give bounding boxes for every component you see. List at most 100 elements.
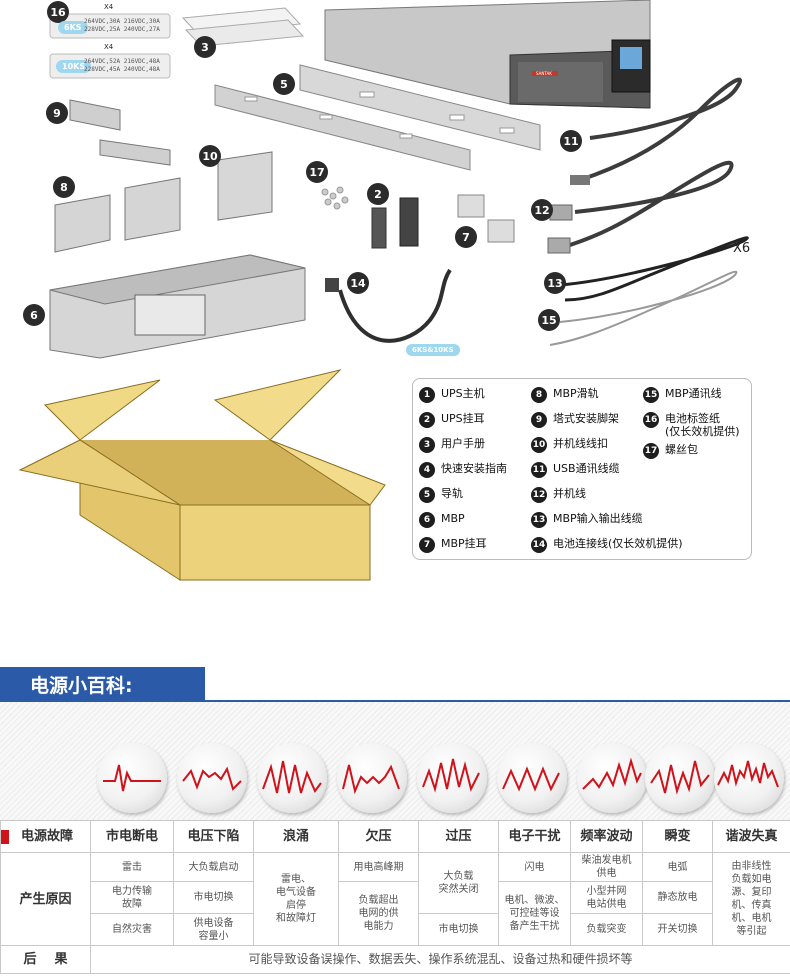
legend-label: USB通讯线缆 bbox=[553, 462, 620, 475]
waveform-undervoltage-icon bbox=[337, 743, 407, 813]
power-fault-table: 电源故障 市电断电 电压下陷 浪涌 欠压 过压 电子干扰 频率波动 瞬变 谐波失… bbox=[0, 820, 790, 974]
header-label: 电源故障 bbox=[21, 829, 74, 844]
column-header: 欠压 bbox=[338, 820, 419, 853]
legend-label: MBP挂耳 bbox=[441, 537, 487, 550]
legend-item: 4 快速安装指南 bbox=[419, 462, 507, 478]
legend-label: 并机线 bbox=[553, 487, 586, 500]
column-header: 电压下陷 bbox=[173, 820, 254, 853]
pill-10ks: 10KS bbox=[56, 60, 92, 73]
legend-number: 10 bbox=[531, 437, 547, 453]
legend-number: 3 bbox=[419, 437, 435, 453]
badge-16: 16 bbox=[47, 1, 69, 23]
result-text: 可能导致设备误操作、数据丢失、操作系统混乱、设备过热和硬件损坏等 bbox=[90, 945, 790, 974]
table-cell: 市电切换 bbox=[418, 913, 499, 946]
waveform-power-outage-icon bbox=[97, 743, 167, 813]
legend-label: 快速安装指南 bbox=[441, 462, 507, 475]
table-cell: 负载突变 bbox=[570, 913, 643, 946]
legend-number: 7 bbox=[419, 537, 435, 553]
table-cell: 柴油发电机 供电 bbox=[570, 852, 643, 882]
legend-label: MBP滑轨 bbox=[553, 387, 599, 400]
table-cell: 闪电 bbox=[498, 852, 571, 882]
legend-label: MBP bbox=[441, 512, 465, 525]
legend-item: 3 用户手册 bbox=[419, 437, 485, 453]
x4-label-top: X4 bbox=[104, 3, 114, 11]
column-header: 电源故障 bbox=[0, 820, 91, 853]
table-cell: 大负载 突然关闭 bbox=[418, 852, 499, 914]
table-cell: 雷击 bbox=[90, 852, 174, 882]
badge-5: 5 bbox=[273, 73, 295, 95]
label-10k-line2: 228VDC,45A 240VDC,48A bbox=[84, 66, 160, 73]
legend-label: 电池连接线(仅长效机提供) bbox=[553, 537, 683, 550]
table-cell: 电机、微波、 可控硅等设 备产生干扰 bbox=[498, 881, 571, 946]
table-cell: 负载超出 电网的供 电能力 bbox=[338, 881, 419, 946]
badge-12: 12 bbox=[531, 199, 553, 221]
label-6k-line2: 228VDC,25A 240VDC,27A bbox=[84, 26, 160, 33]
section-divider bbox=[0, 700, 790, 702]
legend-number: 2 bbox=[419, 412, 435, 428]
table-row: 产生原因 雷击 大负载启动 雷电、 电气设备 启停 和故障灯 用电高峰期 大负载… bbox=[0, 852, 790, 946]
legend-label: MBP输入输出线缆 bbox=[553, 512, 643, 525]
badge-15: 15 bbox=[538, 309, 560, 331]
legend-number: 14 bbox=[531, 537, 547, 553]
section-title: 电源小百科: bbox=[0, 667, 205, 701]
badge-11: 11 bbox=[560, 130, 582, 152]
legend-number: 5 bbox=[419, 487, 435, 503]
legend-label: UPS主机 bbox=[441, 387, 485, 400]
red-marker bbox=[1, 830, 9, 844]
column-header: 过压 bbox=[418, 820, 499, 853]
badge-14: 14 bbox=[347, 272, 369, 294]
badge-3: 3 bbox=[194, 36, 216, 58]
column-header: 瞬变 bbox=[642, 820, 713, 853]
legend-number: 16 bbox=[643, 412, 659, 428]
column-header: 频率波动 bbox=[570, 820, 643, 853]
legend-label: 并机线线扣 bbox=[553, 437, 608, 450]
table-header-row: 电源故障 市电断电 电压下陷 浪涌 欠压 过压 电子干扰 频率波动 瞬变 谐波失… bbox=[0, 820, 790, 853]
legend-label: 用户手册 bbox=[441, 437, 485, 450]
badge-9: 9 bbox=[46, 102, 68, 124]
legend-number: 6 bbox=[419, 512, 435, 528]
table-cell: 静态放电 bbox=[642, 881, 713, 914]
table-cell: 供电设备 容量小 bbox=[173, 913, 254, 946]
legend-number: 4 bbox=[419, 462, 435, 478]
table-cell: 电力传输 故障 bbox=[90, 881, 174, 914]
table-cell: 小型并网 电站供电 bbox=[570, 881, 643, 914]
badge-13: 13 bbox=[544, 272, 566, 294]
badge-10: 10 bbox=[199, 145, 221, 167]
legend-number: 13 bbox=[531, 512, 547, 528]
waveform-harmonic-icon bbox=[714, 743, 784, 813]
table-cell: 电弧 bbox=[642, 852, 713, 882]
column-header: 市电断电 bbox=[90, 820, 174, 853]
badge-8: 8 bbox=[53, 176, 75, 198]
legend-item: 13 MBP输入输出线缆 bbox=[531, 512, 643, 528]
legend-item: 16 电池标签纸 (仅长效机提供) bbox=[643, 412, 740, 438]
table-cell: 大负载启动 bbox=[173, 852, 254, 882]
x6-label: X6 bbox=[733, 241, 751, 256]
waveform-frequency-icon bbox=[577, 743, 647, 813]
badge-6: 6 bbox=[23, 304, 45, 326]
pill-battery-cable: 6KS&10KS bbox=[406, 344, 460, 356]
waveform-interference-icon bbox=[497, 743, 567, 813]
legend-number: 15 bbox=[643, 387, 659, 403]
table-cell: 由非线性 负载如电 源、复印 机、传真 机、电机 等引起 bbox=[712, 852, 790, 946]
legend-item: 10 并机线线扣 bbox=[531, 437, 608, 453]
table-cell: 自然灾害 bbox=[90, 913, 174, 946]
waveform-transient-icon bbox=[645, 743, 715, 813]
legend-number: 9 bbox=[531, 412, 547, 428]
legend-label: 螺丝包 bbox=[665, 443, 698, 456]
x4-label-bottom: X4 bbox=[104, 43, 114, 51]
label-6k-line1: 264VDC,30A 216VDC,30A bbox=[84, 18, 160, 25]
badge-2: 2 bbox=[367, 183, 389, 205]
legend-label: 电池标签纸 (仅长效机提供) bbox=[665, 412, 740, 438]
table-cell: 开关切换 bbox=[642, 913, 713, 946]
badge-17: 17 bbox=[306, 161, 328, 183]
